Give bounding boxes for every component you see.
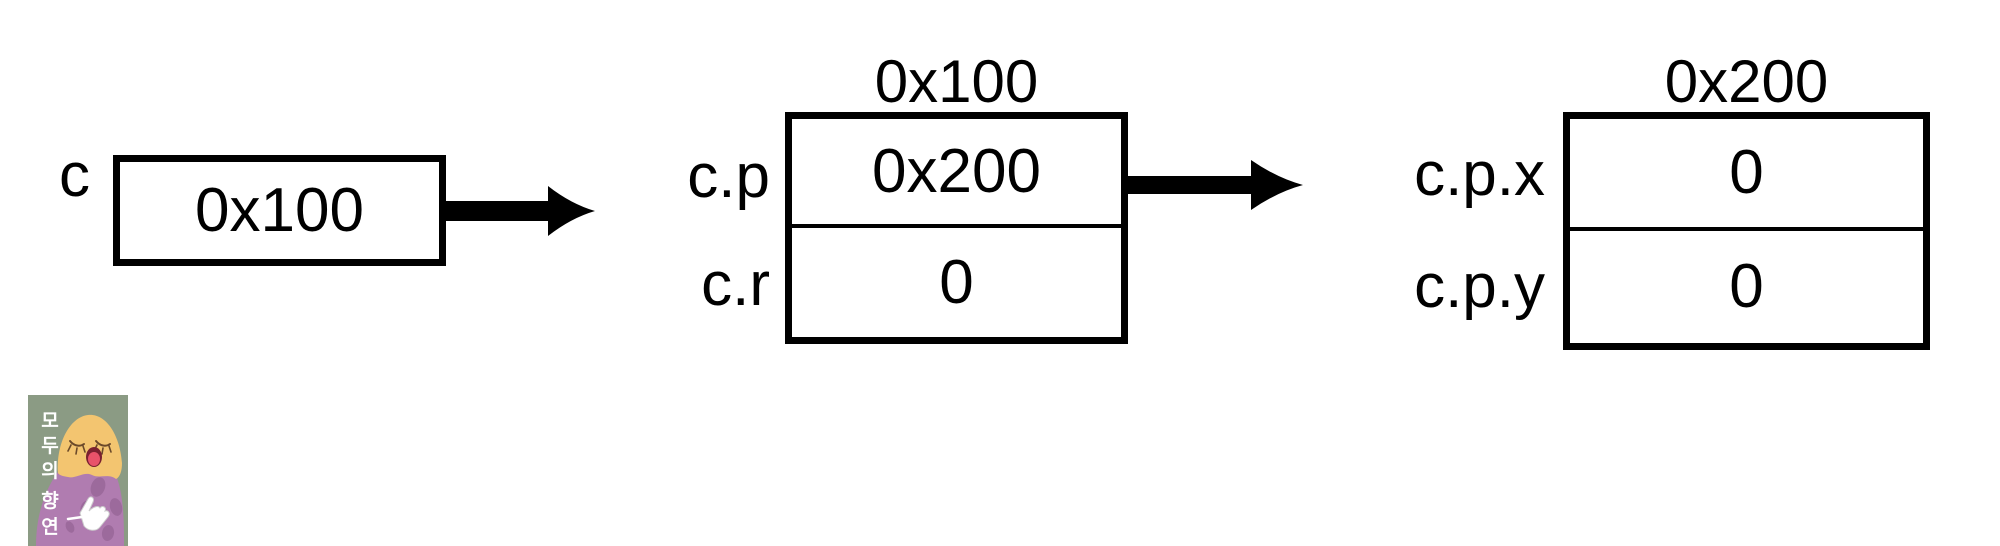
watermark-logo: 모 두 의 향 연 (28, 395, 128, 546)
memory-cell-c-p-x-value: 0 (1570, 119, 1923, 231)
cell-label-c-p-y: c.p.y (1414, 252, 1545, 321)
watermark-char-5: 연 (41, 516, 58, 538)
address-label-0x100: 0x100 (874, 48, 1039, 115)
arrow-p-to-px (1125, 150, 1310, 220)
watermark-char-4: 향 (41, 490, 59, 512)
watermark-char-3: 의 (41, 460, 58, 482)
cell-label-c-p-x: c.p.x (1414, 140, 1545, 209)
memory-cell-c-value: 0x100 (195, 175, 364, 245)
memory-cell-c-r-value: 0 (939, 247, 974, 317)
memory-box-px: 0 0 (1563, 112, 1930, 350)
arrow-c-to-p (443, 176, 603, 246)
memory-cell-c-p-value: 0x200 (792, 119, 1121, 228)
cell-label-c-p: c.p (687, 142, 770, 211)
memory-box-c: 0x100 (113, 155, 446, 266)
memory-cell-c-p-y-value: 0 (1729, 252, 1764, 321)
memory-box-p: 0x200 0 (785, 112, 1128, 344)
cell-label-c-r: c.r (701, 250, 770, 319)
variable-label-c: c (59, 141, 90, 210)
watermark-char-2: 두 (41, 435, 58, 457)
watermark-char-1: 모 (41, 410, 58, 432)
address-label-0x200: 0x200 (1664, 48, 1829, 115)
